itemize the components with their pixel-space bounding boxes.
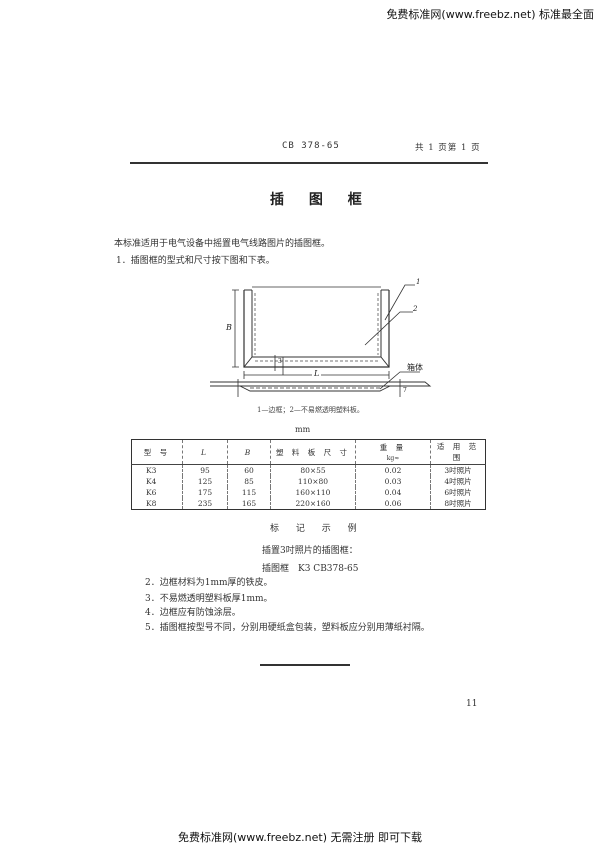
clause-2: 2．边框材料为1mm厚的铁皮。 bbox=[145, 578, 273, 588]
col-L: L bbox=[182, 439, 228, 465]
cell-weight: 0.02 bbox=[355, 464, 431, 476]
end-rule bbox=[260, 664, 350, 666]
watermark-bottom: 免费标准网(www.freebz.net) 无需注册 即可下载 bbox=[177, 831, 423, 844]
cell-weight: 0.06 bbox=[355, 498, 431, 510]
cell-usage: 8吋照片 bbox=[444, 499, 472, 508]
cell-B: 115 bbox=[227, 487, 271, 498]
page-title: 插 图 框 bbox=[270, 192, 372, 208]
cell-usage: 3吋照片 bbox=[444, 466, 472, 475]
cell-weight: 0.04 bbox=[355, 487, 431, 498]
page-number: 11 bbox=[466, 699, 478, 709]
callout-1: 1 bbox=[416, 278, 421, 286]
cell-plate: 220×160 bbox=[270, 498, 356, 510]
standard-code: CB 378-65 bbox=[282, 141, 340, 151]
marking-example-code: 插图框 K3 CB378-65 bbox=[262, 564, 359, 574]
cell-L: 95 bbox=[182, 464, 228, 476]
header-rule bbox=[130, 162, 488, 164]
dim-7-label: 7 bbox=[403, 387, 407, 394]
marking-example-title: 标 记 示 例 bbox=[270, 524, 364, 534]
cell-model: K3 bbox=[131, 464, 183, 476]
figure-caption: 1—边框；2—不易燃透明塑料板。 bbox=[257, 406, 364, 414]
callout-2: 2 bbox=[413, 305, 418, 313]
spec-table: 型 号 L B 塑 料 板 尺 寸 重 量 kg≈ 适 用 范 围 K3 95 … bbox=[131, 439, 486, 510]
cell-model: K6 bbox=[131, 487, 183, 498]
cell-B: 60 bbox=[227, 464, 271, 476]
cell-model: K8 bbox=[131, 498, 183, 510]
cell-L: 175 bbox=[182, 487, 228, 498]
cell-B: 85 bbox=[227, 476, 271, 487]
col-B: B bbox=[227, 439, 271, 465]
cell-usage: 4吋照片 bbox=[444, 477, 472, 486]
table-row: K8 235 165 220×160 0.06 8吋照片 bbox=[131, 498, 486, 510]
frame-drawing: 1 2 B L 3 7 箱体 bbox=[195, 275, 440, 420]
cell-plate: 110×80 bbox=[270, 476, 356, 487]
clause-1: 1．插图框的型式和尺寸按下图和下表。 bbox=[116, 256, 275, 266]
col-weight: 重 量 kg≈ bbox=[355, 439, 431, 465]
cell-L: 125 bbox=[182, 476, 228, 487]
cell-plate: 80×55 bbox=[270, 464, 356, 476]
intro-paragraph: 本标准适用于电气设备中摇置电气线路图片的插图框。 bbox=[114, 239, 331, 249]
col-model: 型 号 bbox=[131, 439, 183, 465]
cell-model: K4 bbox=[131, 476, 183, 487]
dim-3-label: 3 bbox=[278, 358, 282, 365]
col-weight-label: 重 量 bbox=[379, 443, 407, 452]
table-unit: mm bbox=[295, 425, 311, 434]
table-row: K4 125 85 110×80 0.03 4吋照片 bbox=[131, 476, 486, 487]
col-weight-unit: kg≈ bbox=[386, 455, 400, 462]
cell-B: 165 bbox=[227, 498, 271, 510]
col-usage: 适 用 范 围 bbox=[430, 439, 486, 465]
page-info: 共 1 页第 1 页 bbox=[415, 143, 481, 153]
table-header-row: 型 号 L B 塑 料 板 尺 寸 重 量 kg≈ 适 用 范 围 bbox=[131, 439, 486, 465]
col-plate-size: 塑 料 板 尺 寸 bbox=[270, 439, 356, 465]
watermark-top: 免费标准网(www.freebz.net) 标准最全面 bbox=[386, 8, 594, 21]
dim-B-label: B bbox=[226, 323, 232, 332]
marking-example-description: 插置3吋照片的插图框： bbox=[262, 546, 358, 556]
dim-L-label: L bbox=[312, 369, 322, 378]
box-label: 箱体 bbox=[407, 363, 423, 372]
table-row: K3 95 60 80×55 0.02 3吋照片 bbox=[131, 464, 486, 476]
clause-4: 4．边框应有防蚀涂层。 bbox=[145, 608, 241, 618]
cell-weight: 0.03 bbox=[355, 476, 431, 487]
cell-L: 235 bbox=[182, 498, 228, 510]
clause-5: 5．插图框按型号不同，分别用硬纸盒包装，塑料板应分别用薄纸衬隔。 bbox=[145, 623, 430, 633]
cell-usage: 6吋照片 bbox=[444, 488, 472, 497]
table-row: K6 175 115 160×110 0.04 6吋照片 bbox=[131, 487, 486, 498]
cell-plate: 160×110 bbox=[270, 487, 356, 498]
clause-3: 3．不易燃透明塑料板厚1mm。 bbox=[145, 594, 273, 604]
